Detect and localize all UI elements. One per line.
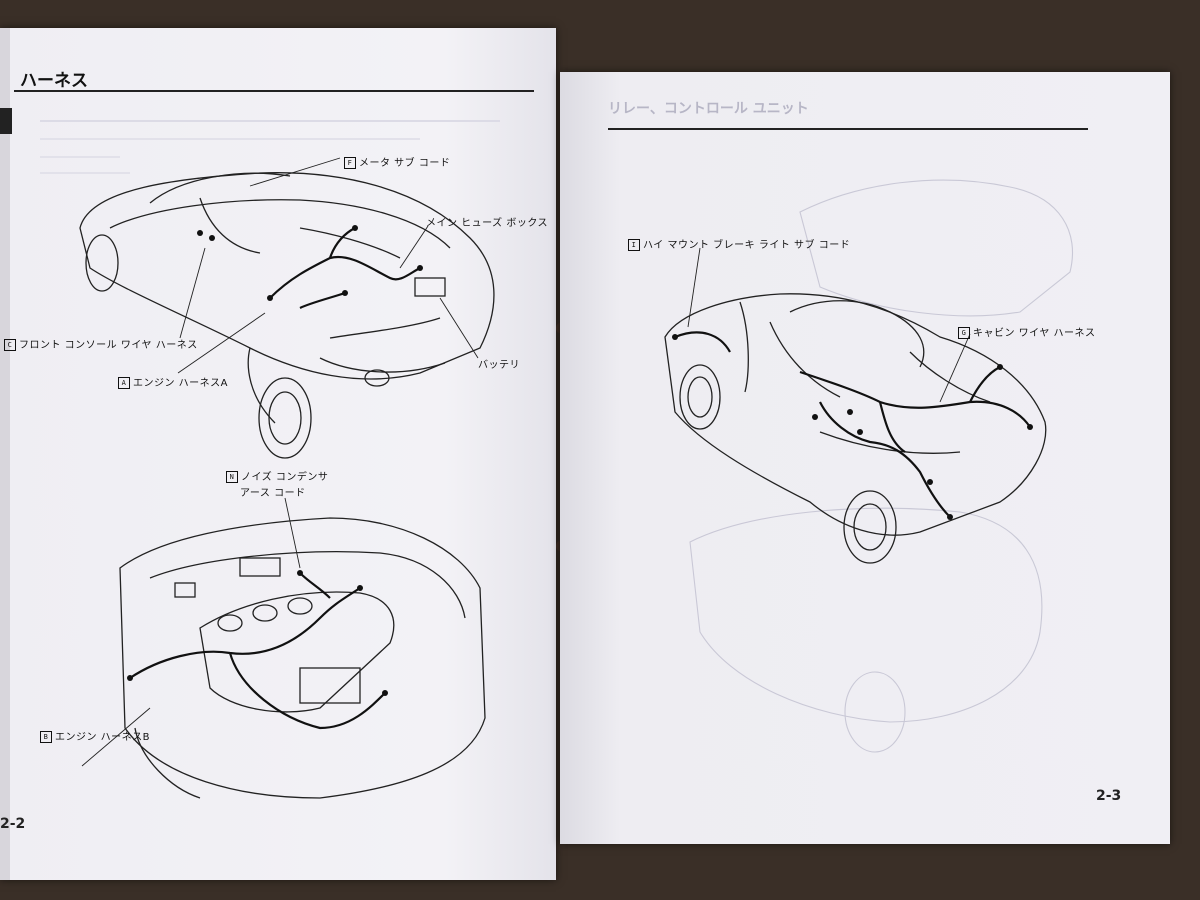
section-tab-marker: [0, 108, 12, 134]
page-number: 2-3: [1096, 788, 1122, 804]
label-ground-cord: アース コード: [240, 488, 306, 499]
label-key-box: B: [40, 731, 52, 743]
label-battery: バッテリ: [478, 360, 520, 371]
label-key-box: I: [628, 239, 640, 251]
label-key-box: A: [118, 377, 130, 389]
label-main-fuse-box: メイン ヒューズ ボックス: [426, 218, 549, 229]
page-edge: [0, 28, 10, 880]
label-text: ハイ マウント ブレーキ ライト サブ コード: [643, 240, 851, 251]
label-key-box: G: [958, 327, 970, 339]
label-text: エンジン ハーネスB: [55, 732, 151, 743]
label-key-box: N: [226, 471, 238, 483]
right-page: リレー、コントロール ユニット: [560, 72, 1170, 844]
car-illustration-top: [79, 157, 495, 799]
label-text: メータ サブ コード: [359, 158, 451, 169]
label-key-box: F: [344, 157, 356, 169]
label-text: エンジン ハーネスA: [133, 378, 229, 389]
header-rule: [14, 90, 534, 92]
header-rule: [608, 128, 1088, 130]
label-text: キャビン ワイヤ ハーネス: [973, 328, 1096, 339]
label-text: ノイズ コンデンサ: [241, 472, 329, 483]
label-text: フロント コンソール ワイヤ ハーネス: [19, 340, 198, 351]
car-illustration-side: [664, 179, 1074, 753]
page-number: 2-2: [0, 816, 26, 832]
faint-section-title: リレー、コントロール ユニット: [608, 101, 809, 117]
left-page: ハーネス: [0, 28, 556, 880]
section-title: ハーネス: [20, 71, 88, 91]
label-key-box: C: [4, 339, 16, 351]
